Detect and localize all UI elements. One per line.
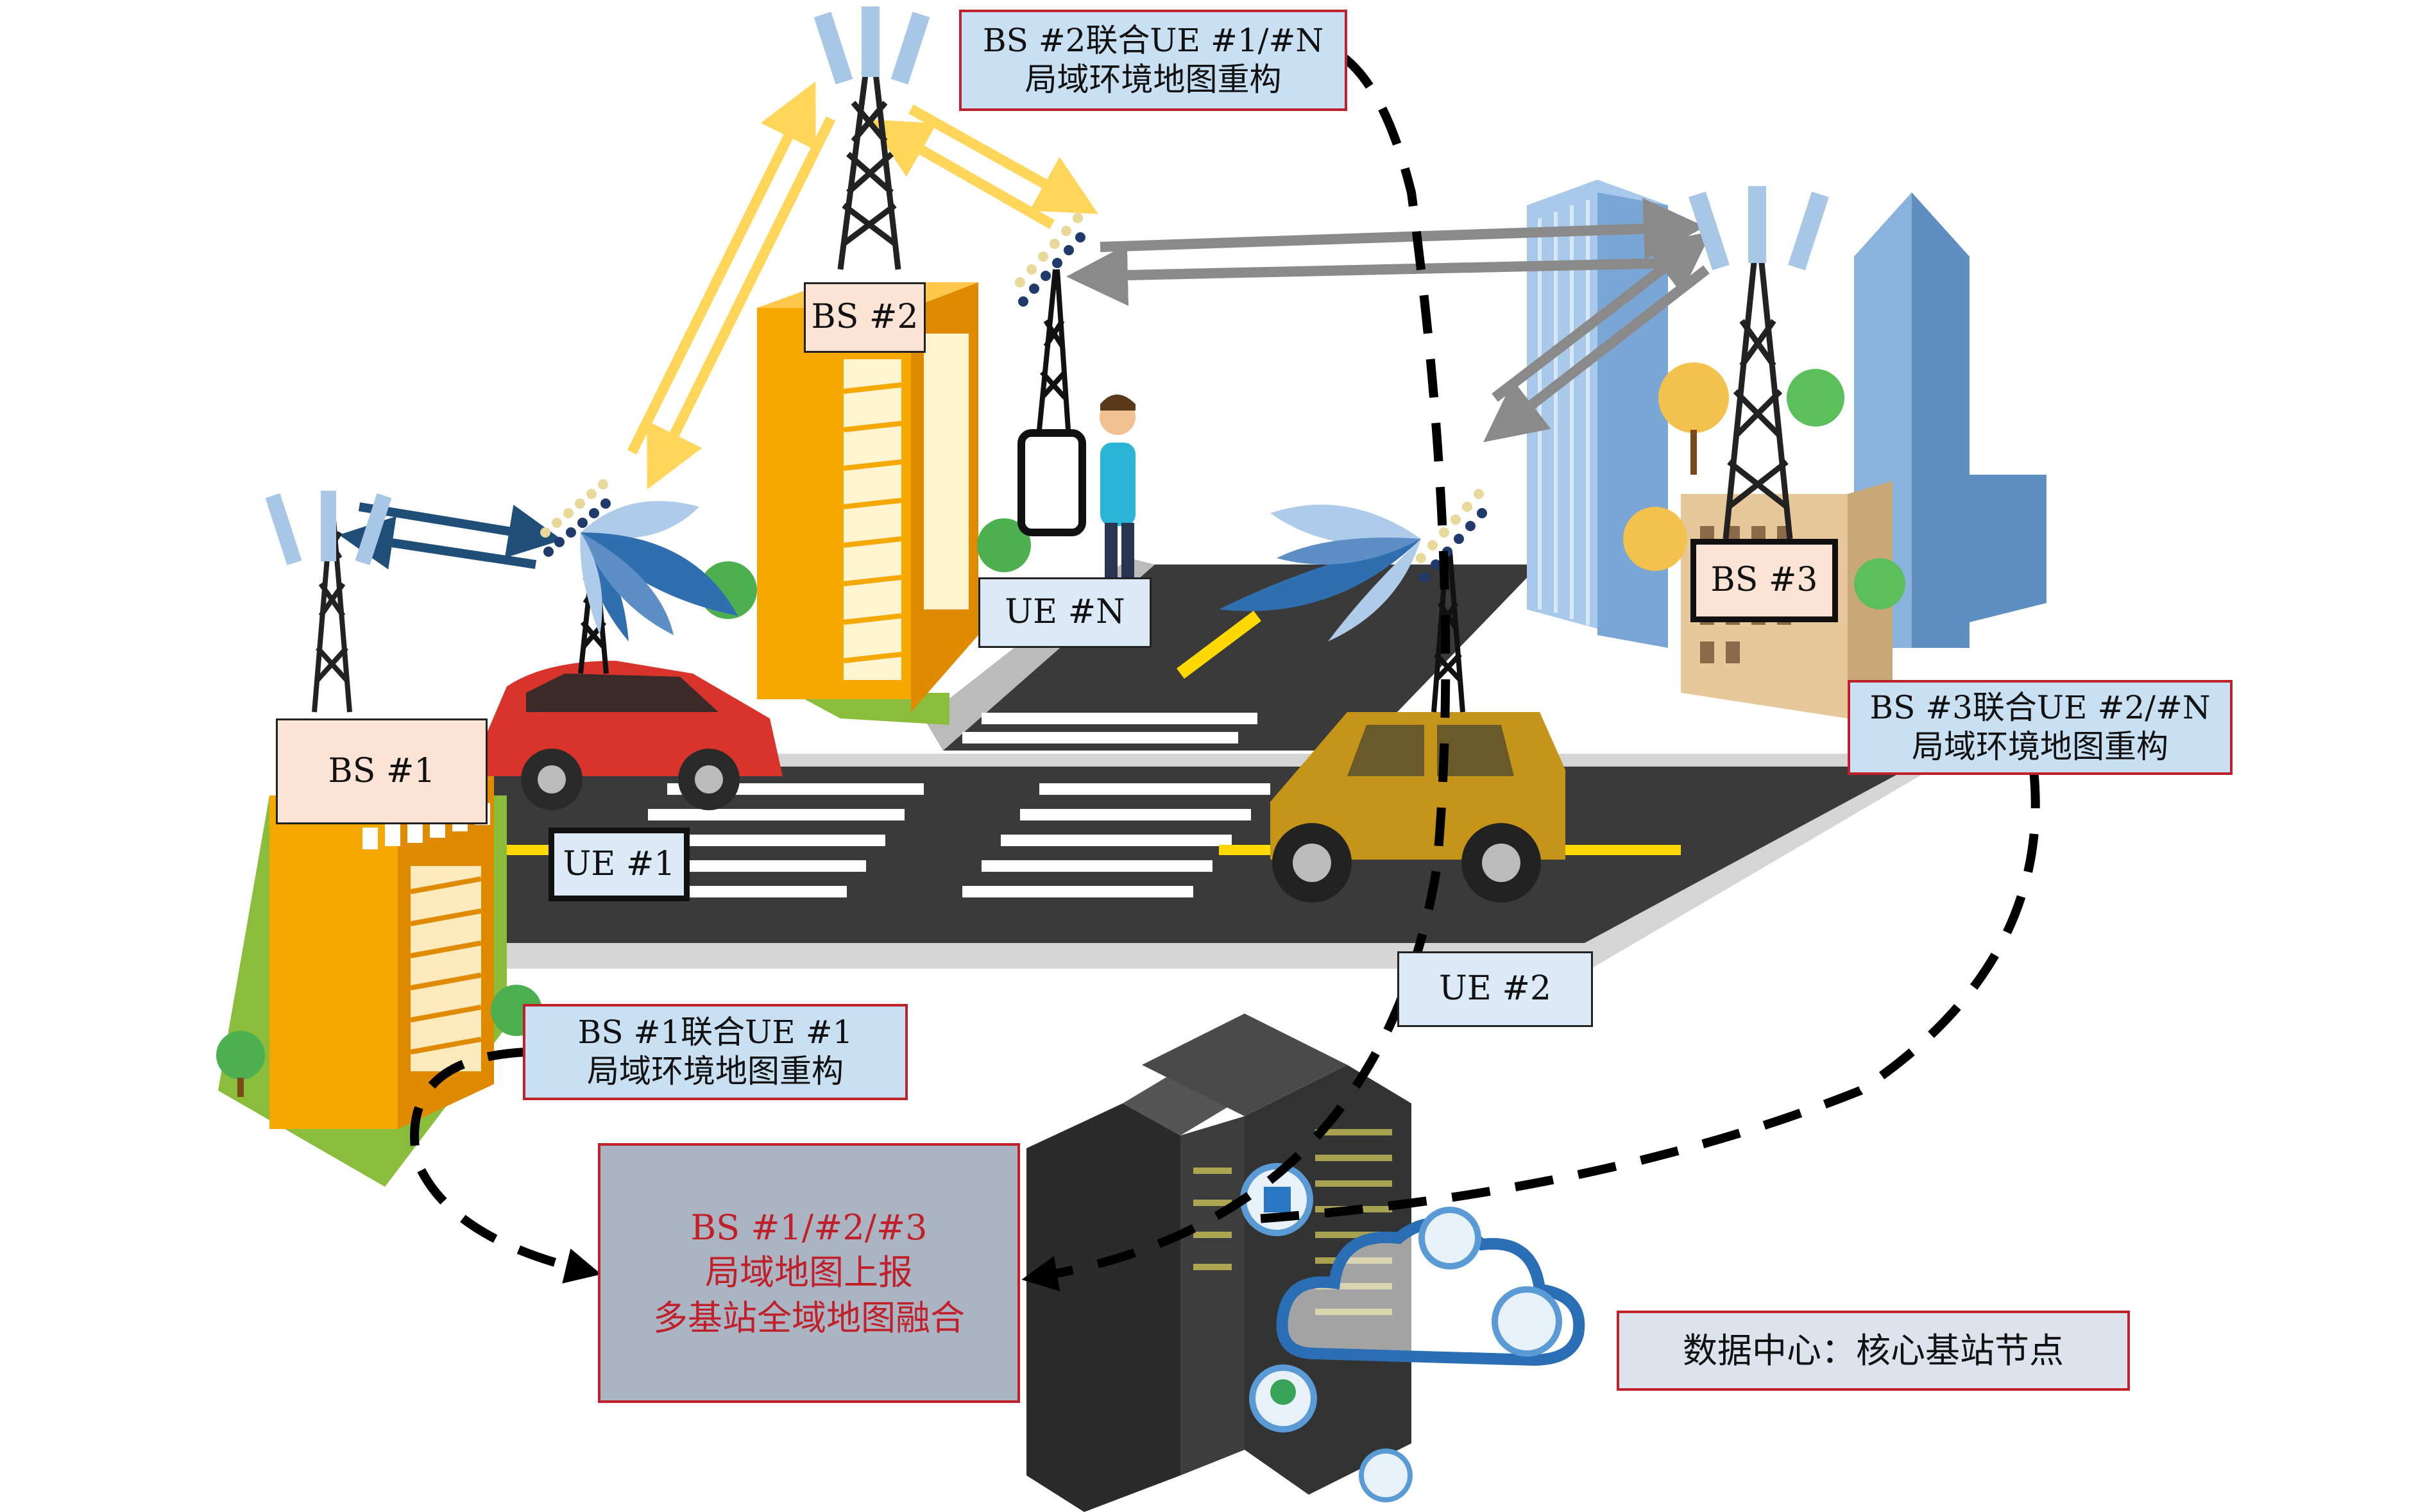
cloud-icon xyxy=(1240,1163,1585,1502)
ueN-label: UE #N xyxy=(978,577,1152,648)
phone-icon xyxy=(1017,429,1086,536)
beam-ue1 xyxy=(580,501,738,641)
link-bs1-ue1 xyxy=(339,502,563,570)
jeep-ue2 xyxy=(1270,712,1565,903)
link-bs2-ue1 xyxy=(627,81,836,490)
bs2-reconstruction-note: BS #2联合UE #1/#N 局域环境地图重构 xyxy=(959,10,1347,111)
car-ue1 xyxy=(488,661,783,810)
link-bs3-ue2 xyxy=(1483,231,1712,443)
bs3-label: BS #3 xyxy=(1690,539,1838,622)
ue1-label: UE #1 xyxy=(549,828,690,901)
bs1-label: BS #1 xyxy=(276,718,488,824)
tower-bs1 xyxy=(265,491,392,713)
report-arrows xyxy=(410,54,2040,1291)
building-bs2 xyxy=(699,282,1031,725)
data-center-label: 数据中心：核心基站节点 xyxy=(1617,1311,2130,1391)
ue2-label: UE #2 xyxy=(1397,951,1593,1027)
antenna-ueN xyxy=(1015,213,1085,430)
person-ueN xyxy=(1100,395,1136,593)
building-bs1 xyxy=(216,763,542,1187)
tower-bs3 xyxy=(1689,186,1829,539)
bs2-label: BS #2 xyxy=(804,282,926,353)
link-bs2-ueN xyxy=(868,105,1098,229)
bs3-reconstruction-note: BS #3联合UE #2/#N 局域环境地图重构 xyxy=(1848,680,2233,775)
map-fusion-box: BS #1/#2/#3 局域地图上报 多基站全域地图融合 xyxy=(598,1143,1020,1403)
tower-bs2 xyxy=(813,6,930,270)
bs1-reconstruction-note: BS #1联合UE #1 局域环境地图重构 xyxy=(523,1004,908,1100)
beam-ue2 xyxy=(1219,504,1421,641)
link-bs3-ueN xyxy=(1066,198,1705,306)
